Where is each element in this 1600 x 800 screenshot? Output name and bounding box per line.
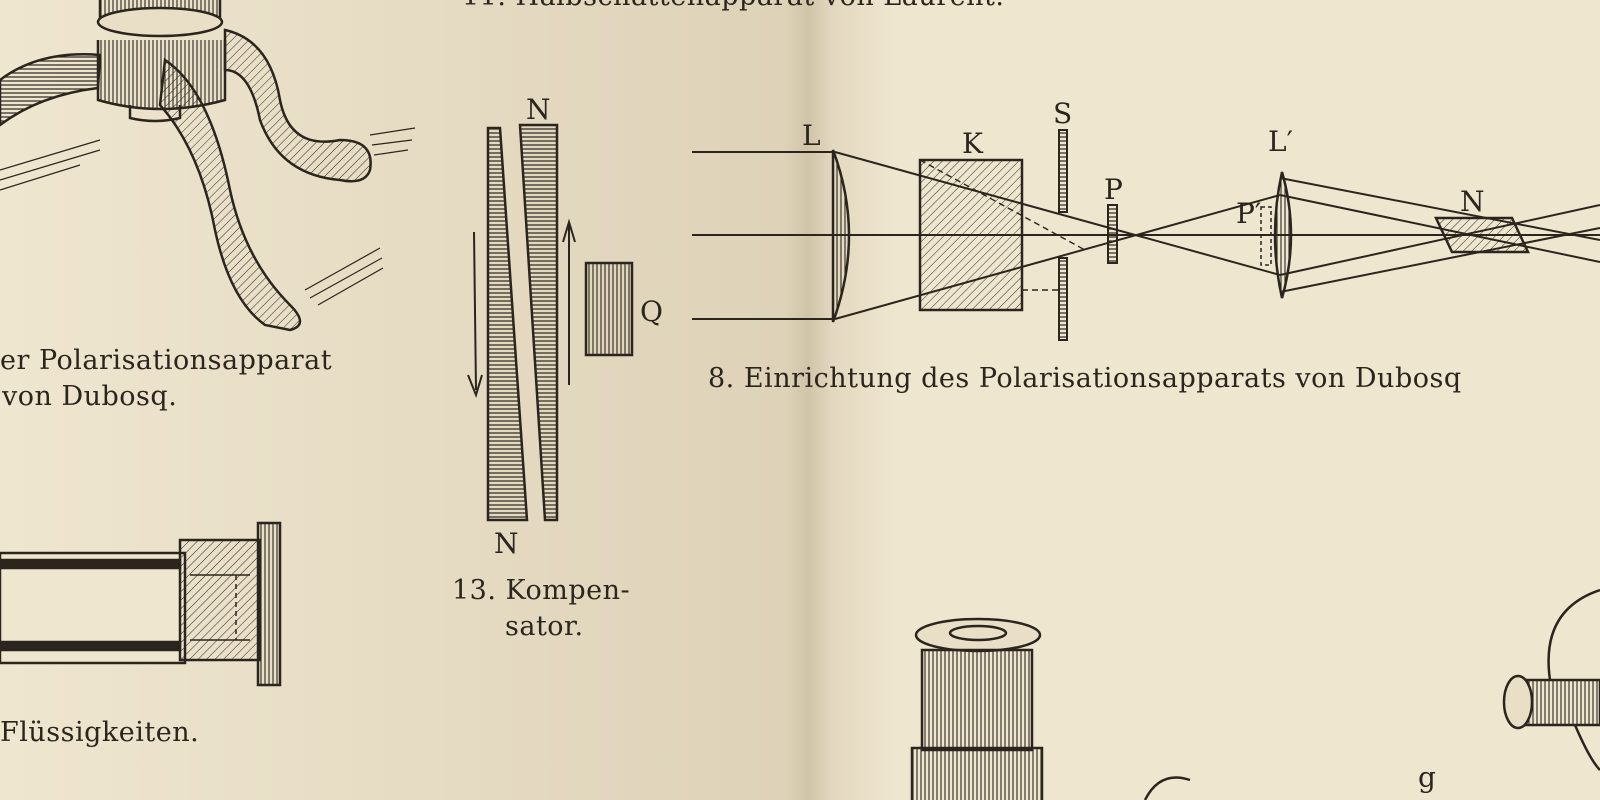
caption-arrangement: 8. Einrichtung des Polarisationsapparats… [708, 363, 1462, 394]
optics-label-lens-l: L [802, 119, 821, 152]
caption-dubosq-apparatus-line1: er Polarisationsapparat [0, 345, 333, 376]
optics-label-screen-s: S [1053, 97, 1073, 130]
instrument-detail-illustration [1502, 588, 1600, 771]
compensator-label-top: N [526, 93, 551, 126]
compensator-illustration [467, 123, 634, 522]
optics-label-prism-k: K [962, 127, 983, 160]
compensator-label-plate: Q [640, 295, 663, 328]
caption-compensator-line1: 13. Kompen- [452, 575, 631, 606]
corner-letter: g [1418, 761, 1436, 794]
optics-label-analyzer-n: N [1460, 185, 1485, 218]
liquid-tube-illustration [0, 521, 282, 687]
caption-liquids: Flüssigkeiten. [0, 717, 200, 748]
caption-compensator-line2: sator. [505, 611, 584, 642]
optics-label-plate-p2: P′ [1236, 197, 1262, 230]
dubosq-stand-illustration [0, 0, 416, 332]
compensator-label-bottom: N [494, 527, 519, 560]
caption-dubosq-apparatus-line2: von Dubosq. [2, 381, 178, 412]
top-heading: 11. Halbschattenapparat von Laurent. [462, 0, 1004, 14]
eyepiece-illustration [910, 617, 1191, 800]
optics-label-plate-p: P [1104, 173, 1123, 206]
optics-label-lens-l2: L′ [1268, 125, 1293, 158]
optics-diagram [692, 129, 1600, 341]
